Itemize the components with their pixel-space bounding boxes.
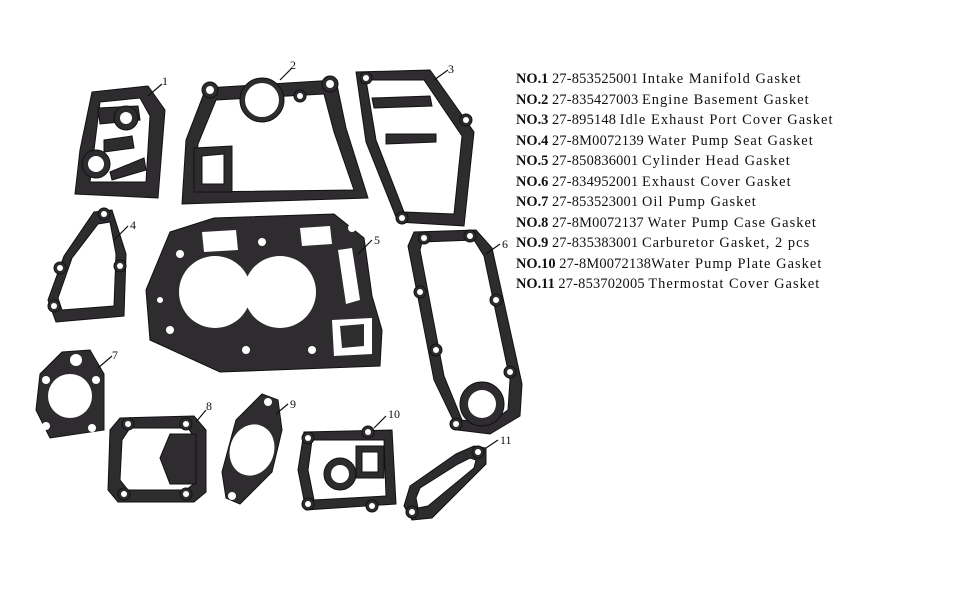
callout-11: 11 <box>500 433 512 447</box>
list-item: NO.4 27-8M0072139 Water Pump Seat Gasket <box>516 132 814 149</box>
gasket-1 <box>74 83 166 199</box>
list-item: NO.9 27-835383001 Carburetor Gasket, 2 p… <box>516 235 811 251</box>
callout-9: 9 <box>290 397 296 411</box>
parts-list: NO.1 27-853525001 Intake Manifold Gasket… <box>516 69 834 295</box>
list-item: NO.1 27-853525001 Intake Manifold Gasket <box>516 71 802 87</box>
list-item: NO.10 27-8M0072138Water Pump Plate Gaske… <box>516 255 823 272</box>
gasket-4 <box>47 207 129 323</box>
callout-8: 8 <box>206 399 212 413</box>
callout-7: 7 <box>112 348 118 362</box>
gasket-8 <box>107 409 207 503</box>
callout-2: 2 <box>290 58 296 72</box>
gasket-6 <box>407 229 523 435</box>
gasket-10 <box>297 415 397 513</box>
gasket-9 <box>221 393 289 505</box>
list-item: NO.3 27-895148 Idle Exhaust Port Cover G… <box>516 112 834 128</box>
list-item: NO.6 27-834952001 Exhaust Cover Gasket <box>516 173 792 190</box>
list-item: NO.7 27-853523001 Oil Pump Gasket <box>516 194 757 210</box>
callout-4: 4 <box>130 218 136 232</box>
gasket-2 <box>181 67 369 205</box>
gasket-7 <box>35 349 113 439</box>
gasket-3 <box>355 69 475 227</box>
gasket-11 <box>403 439 499 521</box>
callout-6: 6 <box>502 237 508 251</box>
callout-5: 5 <box>374 233 380 247</box>
callout-1: 1 <box>162 74 168 88</box>
list-item: NO.2 27-835427003 Engine Basement Gasket <box>516 91 810 108</box>
callout-3: 3 <box>448 62 454 76</box>
gasket-5 <box>145 213 383 373</box>
list-item: NO.8 27-8M0072137 Water Pump Case Gasket <box>516 214 817 231</box>
list-item: NO.5 27-850836001 Cylinder Head Gasket <box>516 153 791 169</box>
callout-10: 10 <box>388 407 400 421</box>
list-item: NO.11 27-853702005 Thermostat Cover Gask… <box>516 276 821 292</box>
